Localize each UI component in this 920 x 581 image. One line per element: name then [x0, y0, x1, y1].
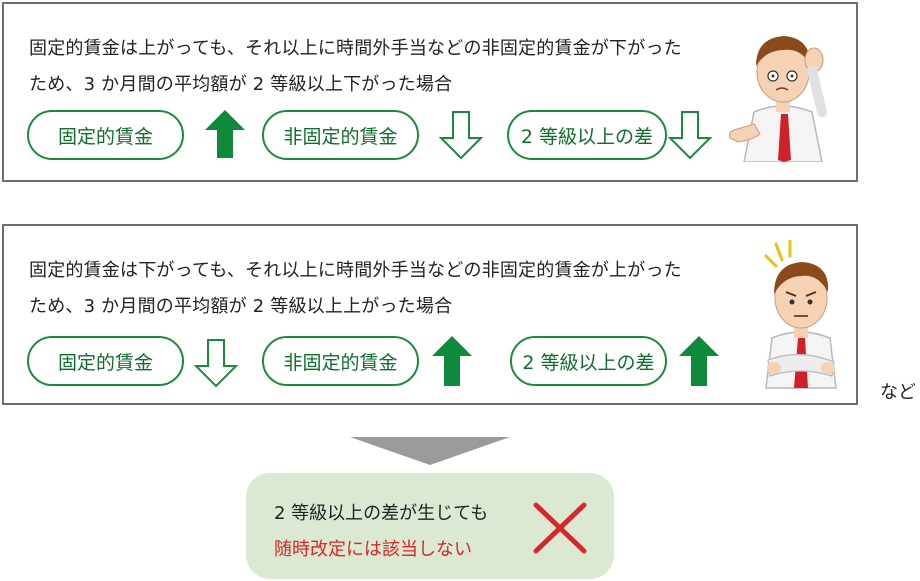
down-arrow-outline-icon [439, 111, 483, 160]
case1-panel: 固定的賃金は上がっても、それ以上に時間外手当などの非固定的賃金が下がった ため、… [2, 2, 858, 182]
case2-panel: 固定的賃金は下がっても、それ以上に時間外手当などの非固定的賃金が上がった ため、… [2, 224, 858, 405]
case1-line2: ため、3 か月間の平均額が 2 等級以上下がった場合 [29, 74, 453, 95]
case2-description: 固定的賃金は下がっても、それ以上に時間外手当などの非固定的賃金が上がった ため、… [29, 253, 769, 325]
down-arrow-outline-icon [194, 339, 238, 388]
result-line2: 随時改定には該当しない [274, 539, 472, 560]
case1-fixed-wage-pill: 固定的賃金 [27, 110, 184, 160]
case2-fixed-wage-pill: 固定的賃金 [27, 336, 184, 386]
down-funnel-icon [350, 437, 510, 465]
up-arrow-filled-icon [205, 110, 245, 158]
confused-man-icon [729, 36, 827, 162]
result-panel: 2 等級以上の差が生じても 随時改定には該当しない [246, 473, 614, 579]
case1-line1: 固定的賃金は上がっても、それ以上に時間外手当などの非固定的賃金が下がった [29, 38, 682, 59]
case2-variable-wage-pill: 非固定的賃金 [262, 336, 419, 386]
up-arrow-filled-icon [679, 336, 719, 386]
case2-line1: 固定的賃金は下がっても、それ以上に時間外手当などの非固定的賃金が上がった [29, 260, 682, 281]
annoyed-man-icon [764, 240, 837, 389]
etc-label: など [880, 382, 916, 403]
down-arrow-outline-icon [668, 111, 712, 160]
case2-grade-diff-pill: 2 等級以上の差 [510, 336, 667, 386]
case2-line2: ため、3 か月間の平均額が 2 等級以上上がった場合 [29, 296, 453, 317]
up-arrow-filled-icon [432, 336, 472, 386]
result-line1: 2 等級以上の差が生じても [274, 503, 489, 524]
red-cross-icon [533, 502, 587, 554]
case1-variable-wage-pill: 非固定的賃金 [262, 110, 419, 160]
case1-description: 固定的賃金は上がっても、それ以上に時間外手当などの非固定的賃金が下がった ため、… [29, 31, 769, 103]
case1-grade-diff-pill: 2 等級以上の差 [507, 110, 667, 160]
